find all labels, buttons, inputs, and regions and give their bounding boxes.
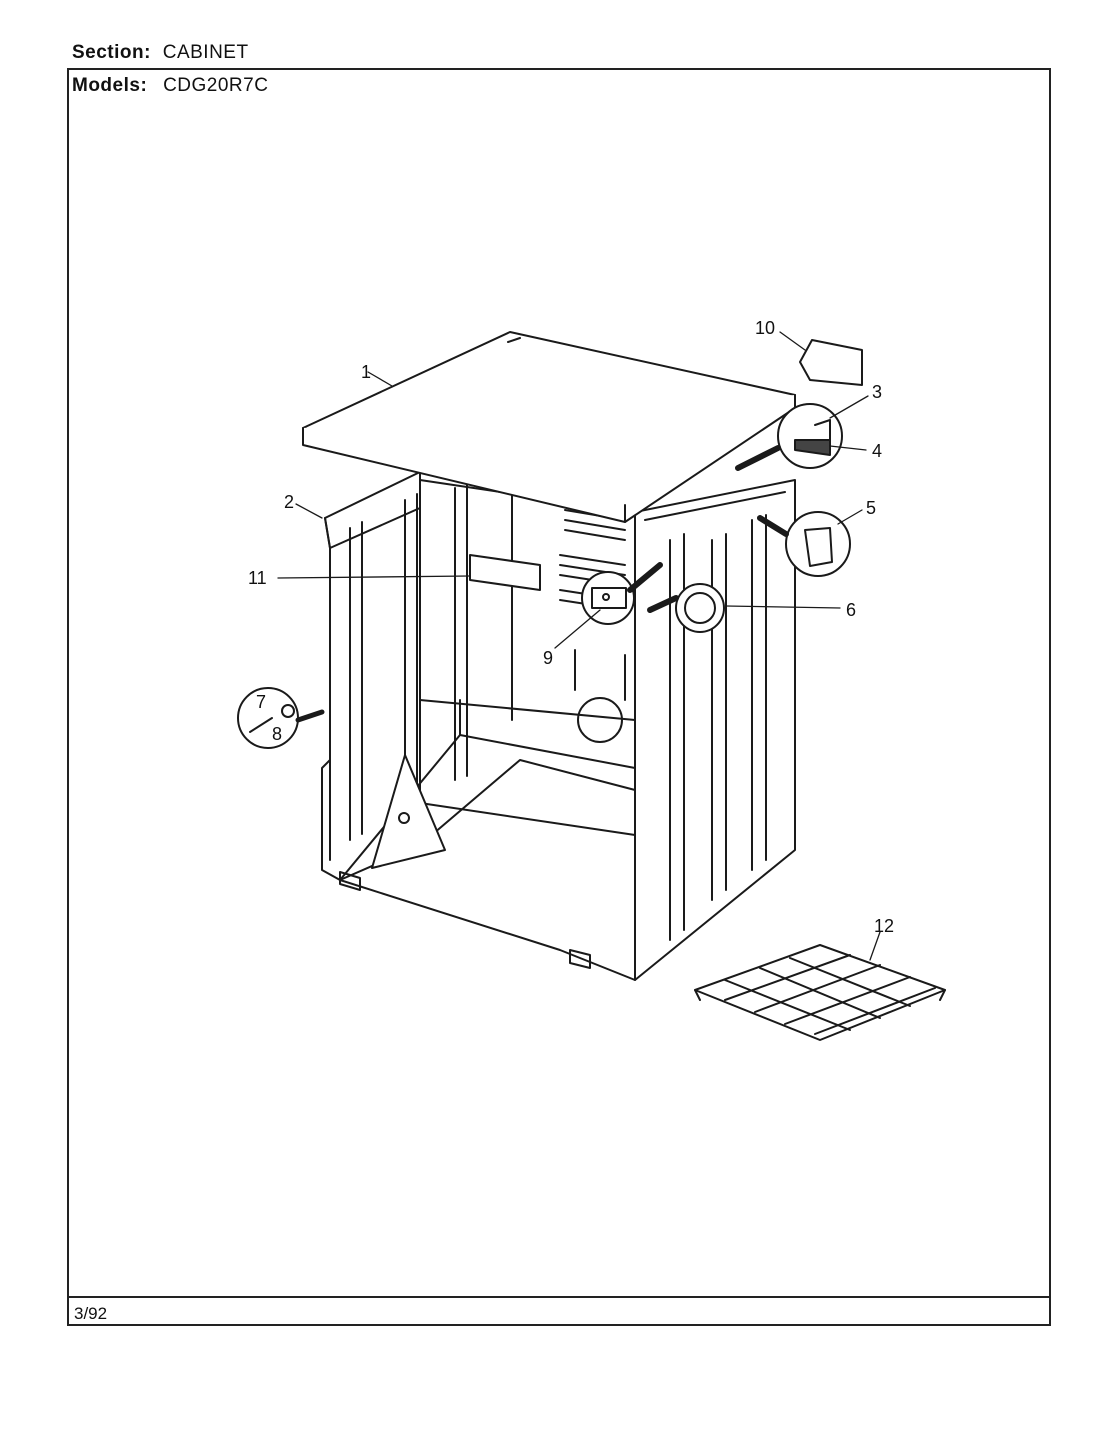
drum-roller-part bbox=[647, 583, 725, 633]
callout-6: 6 bbox=[846, 600, 856, 620]
callout-8: 8 bbox=[272, 724, 282, 744]
callout-5: 5 bbox=[866, 498, 876, 518]
callout-circle-5 bbox=[757, 511, 851, 577]
floor-grid-part bbox=[694, 944, 946, 1041]
callout-circle-7-8 bbox=[237, 687, 325, 749]
leader-lines bbox=[277, 331, 881, 961]
callout-11: 11 bbox=[248, 568, 267, 588]
corner-support-part bbox=[371, 754, 446, 869]
revision-date: 3/92 bbox=[74, 1304, 108, 1323]
section-value: CABINET bbox=[162, 42, 249, 63]
callout-9: 9 bbox=[543, 648, 553, 668]
callout-12: 12 bbox=[874, 916, 894, 936]
section-header: Section: CABINET bbox=[72, 42, 249, 64]
cabinet-body bbox=[321, 471, 796, 981]
callout-1: 1 bbox=[361, 362, 371, 382]
callout-4: 4 bbox=[872, 441, 882, 461]
top-panel bbox=[302, 331, 796, 523]
callout-circle-9 bbox=[581, 562, 663, 625]
back-bracket-part bbox=[799, 339, 863, 386]
callout-10: 10 bbox=[755, 318, 775, 338]
footer-divider bbox=[67, 1296, 1051, 1298]
models-value: CDG20R7C bbox=[163, 75, 269, 96]
callout-circle-3-4 bbox=[735, 403, 843, 471]
section-label: Section: bbox=[72, 42, 151, 63]
callout-3: 3 bbox=[872, 382, 882, 402]
diagram-frame bbox=[67, 68, 1051, 1326]
models-header: Models: CDG20R7C bbox=[72, 75, 268, 97]
bracket-11-part bbox=[469, 554, 541, 591]
callout-labels: 1 2 3 4 5 6 7 8 9 10 11 12 bbox=[248, 318, 894, 936]
callout-2: 2 bbox=[284, 492, 294, 512]
models-label: Models: bbox=[72, 75, 148, 96]
callout-7: 7 bbox=[256, 692, 266, 712]
